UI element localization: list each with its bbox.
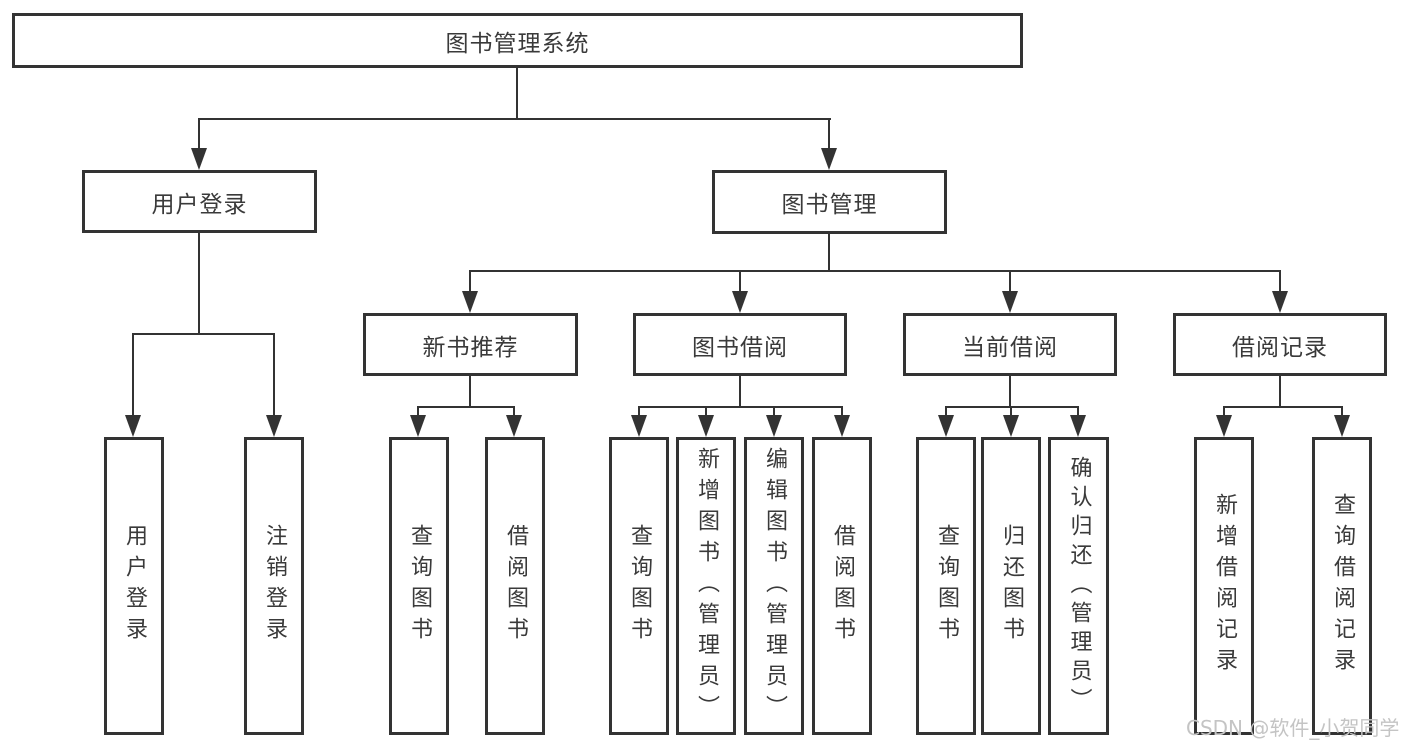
connector-stem-borrow-records bbox=[1279, 270, 1281, 293]
node-current-borrow: 当前借阅 bbox=[903, 313, 1117, 376]
connector-stem-leaf-user-login bbox=[132, 333, 134, 417]
connector-root-vertical bbox=[516, 68, 518, 119]
arrowhead-down-user-login bbox=[191, 148, 207, 170]
leaf-current-return-books: 归还图书 bbox=[981, 437, 1041, 735]
leaf-recommend-query-books-label: 查询图书 bbox=[407, 524, 432, 648]
leaf-records-query-borrow-record: 查询借阅记录 bbox=[1312, 437, 1372, 735]
leaf-borrow-query-books: 查询图书 bbox=[609, 437, 669, 735]
leaf-borrow-borrow-books-label: 借阅图书 bbox=[830, 524, 855, 648]
node-user-login-label: 用户登录 bbox=[151, 191, 248, 218]
connector-user-login-horizontal bbox=[132, 333, 275, 335]
connector-stem-borrow-borrow bbox=[841, 406, 843, 417]
connector-stem-current-return bbox=[1010, 406, 1012, 417]
connector-stem-current-query bbox=[945, 406, 947, 417]
arrowhead-down-borrow-query bbox=[631, 415, 647, 437]
connector-user-login-vertical bbox=[198, 233, 200, 334]
connector-borrow-vertical bbox=[739, 376, 741, 408]
leaf-current-confirm-return-admin: 确认归还（管理员） bbox=[1048, 437, 1109, 735]
arrowhead-down-records-add bbox=[1216, 415, 1232, 437]
node-root-library-management-system: 图书管理系统 bbox=[12, 13, 1023, 68]
arrowhead-down-current-return bbox=[1003, 415, 1019, 437]
connector-records-vertical bbox=[1279, 376, 1281, 408]
arrowhead-down-borrow-borrow bbox=[834, 415, 850, 437]
connector-stem-records-add bbox=[1223, 406, 1225, 417]
connector-book-management-horizontal bbox=[469, 270, 1281, 272]
connector-book-management-vertical bbox=[828, 233, 830, 271]
node-new-book-recommend-label: 新书推荐 bbox=[422, 334, 519, 361]
arrowhead-down-new-book-recommend bbox=[462, 291, 478, 313]
connector-stem-borrow-add bbox=[705, 406, 707, 417]
leaf-current-return-books-label: 归还图书 bbox=[999, 524, 1024, 648]
node-borrow-records-label: 借阅记录 bbox=[1232, 334, 1328, 361]
leaf-recommend-borrow-books-label: 借阅图书 bbox=[503, 524, 528, 648]
leaf-records-query-borrow-record-label: 查询借阅记录 bbox=[1330, 493, 1355, 679]
connector-stem-current-confirm bbox=[1077, 406, 1079, 417]
connector-stem-new-book-recommend bbox=[469, 270, 471, 293]
node-current-borrow-label: 当前借阅 bbox=[962, 334, 1058, 361]
connector-stem-current-borrow bbox=[1009, 270, 1011, 293]
leaf-current-query-books-label: 查询图书 bbox=[934, 524, 959, 648]
leaf-borrow-edit-books-admin: 编辑图书（管理员） bbox=[744, 437, 804, 735]
leaf-current-confirm-return-admin-label: 确认归还（管理员） bbox=[1066, 455, 1092, 717]
arrowhead-down-leaf-logout bbox=[266, 415, 282, 437]
connector-root-horizontal bbox=[198, 118, 831, 120]
connector-stem-book-borrow bbox=[739, 270, 741, 293]
arrowhead-down-book-management bbox=[821, 148, 837, 170]
leaf-borrow-edit-books-admin-label: 编辑图书（管理员） bbox=[762, 446, 787, 726]
arrowhead-down-leaf-user-login bbox=[125, 415, 141, 437]
connector-stem-records-query bbox=[1341, 406, 1343, 417]
leaf-borrow-add-books-admin: 新增图书（管理员） bbox=[676, 437, 736, 735]
connector-stem-book-management bbox=[828, 118, 830, 150]
leaf-recommend-query-books: 查询图书 bbox=[389, 437, 449, 735]
node-borrow-records: 借阅记录 bbox=[1173, 313, 1387, 376]
leaf-borrow-borrow-books: 借阅图书 bbox=[812, 437, 872, 735]
connector-recommend-vertical bbox=[469, 376, 471, 408]
leaf-current-query-books: 查询图书 bbox=[916, 437, 976, 735]
connector-stem-recommend-borrow bbox=[513, 406, 515, 417]
node-book-borrow-label: 图书借阅 bbox=[692, 334, 788, 361]
leaf-borrow-add-books-admin-label: 新增图书（管理员） bbox=[694, 446, 719, 726]
leaf-recommend-borrow-books: 借阅图书 bbox=[485, 437, 545, 735]
leaf-logout-label: 注销登录 bbox=[262, 524, 287, 648]
leaf-logout: 注销登录 bbox=[244, 437, 304, 735]
leaf-user-login-label: 用户登录 bbox=[122, 524, 147, 648]
node-new-book-recommend: 新书推荐 bbox=[363, 313, 578, 376]
connector-stem-recommend-query bbox=[417, 406, 419, 417]
connector-stem-borrow-edit bbox=[773, 406, 775, 417]
node-user-login: 用户登录 bbox=[82, 170, 317, 233]
arrowhead-down-borrow-edit bbox=[766, 415, 782, 437]
arrowhead-down-borrow-add bbox=[698, 415, 714, 437]
leaf-borrow-query-books-label: 查询图书 bbox=[627, 524, 652, 648]
node-book-borrow: 图书借阅 bbox=[633, 313, 847, 376]
arrowhead-down-recommend-query bbox=[410, 415, 426, 437]
connector-stem-leaf-logout bbox=[273, 333, 275, 417]
connector-recommend-horizontal bbox=[417, 406, 515, 408]
arrowhead-down-borrow-records bbox=[1272, 291, 1288, 313]
arrowhead-down-recommend-borrow bbox=[506, 415, 522, 437]
arrowhead-down-current-confirm bbox=[1070, 415, 1086, 437]
arrowhead-down-book-borrow bbox=[732, 291, 748, 313]
connector-records-horizontal bbox=[1223, 406, 1343, 408]
connector-borrow-horizontal bbox=[638, 406, 842, 408]
leaf-records-add-borrow-record: 新增借阅记录 bbox=[1194, 437, 1254, 735]
connector-current-vertical bbox=[1009, 376, 1011, 408]
connector-stem-user-login bbox=[198, 118, 200, 150]
connector-current-horizontal bbox=[945, 406, 1079, 408]
arrowhead-down-current-query bbox=[938, 415, 954, 437]
csdn-watermark: CSDN @软件_小贺同学 bbox=[1186, 716, 1400, 740]
arrowhead-down-current-borrow bbox=[1002, 291, 1018, 313]
node-book-management: 图书管理 bbox=[712, 170, 947, 234]
connector-stem-borrow-query bbox=[638, 406, 640, 417]
node-root-label: 图书管理系统 bbox=[445, 30, 590, 57]
arrowhead-down-records-query bbox=[1334, 415, 1350, 437]
leaf-user-login: 用户登录 bbox=[104, 437, 164, 735]
node-book-management-label: 图书管理 bbox=[781, 192, 878, 218]
leaf-records-add-borrow-record-label: 新增借阅记录 bbox=[1212, 493, 1237, 679]
